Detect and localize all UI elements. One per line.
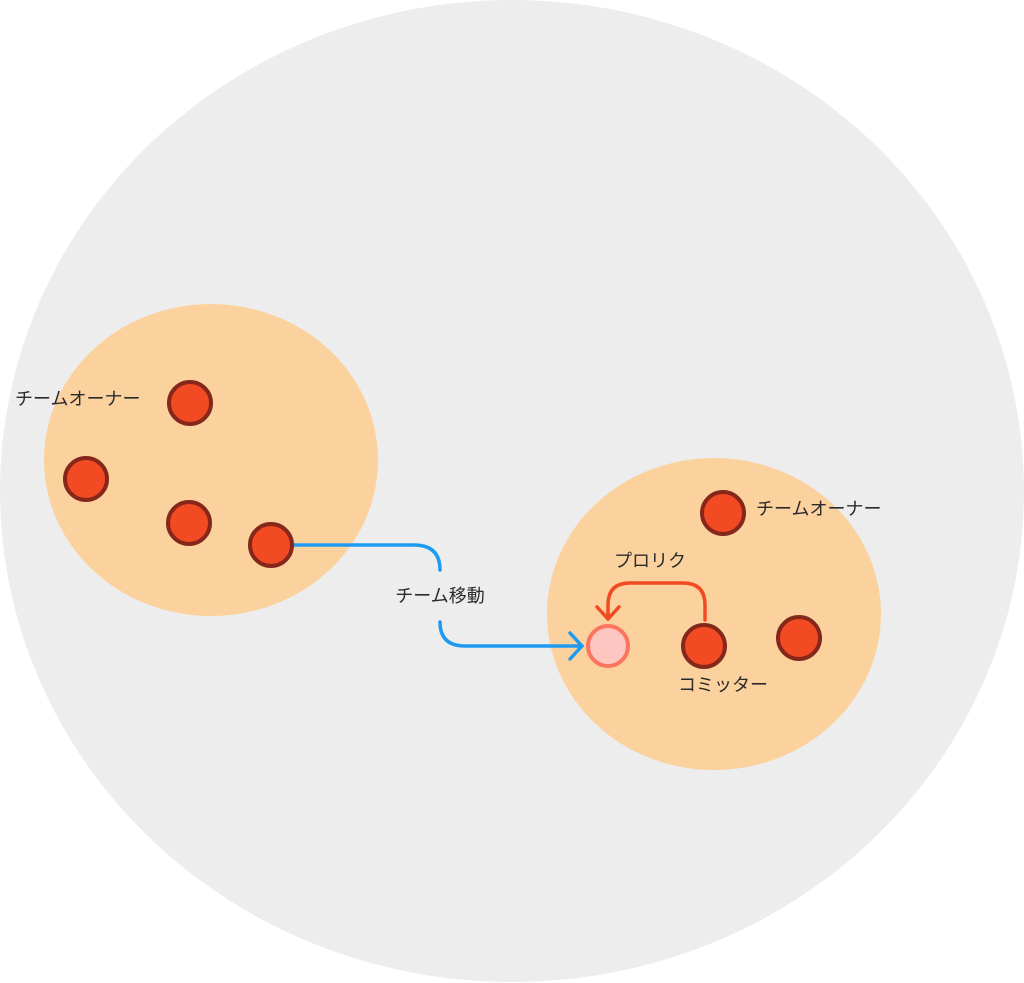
team-b-member-node xyxy=(776,615,822,661)
team-a-owner-node xyxy=(167,380,213,426)
team-a-member-node xyxy=(63,456,109,502)
committer-node xyxy=(681,623,727,669)
moving-member-node xyxy=(248,522,294,568)
team-b-owner-node xyxy=(700,490,746,536)
team-b-owner-label: チームオーナー xyxy=(756,499,881,519)
new-member-node xyxy=(586,624,630,668)
team-a-area xyxy=(44,304,378,616)
committer-label: コミッター xyxy=(678,675,768,695)
pr-review-label: プロリク xyxy=(614,551,686,571)
team-b-members xyxy=(586,490,822,669)
team-a-members xyxy=(63,380,294,568)
team-a-owner-label: チームオーナー xyxy=(15,389,140,409)
team-move-arrow xyxy=(293,543,584,661)
team-a-member-node xyxy=(166,500,212,546)
team-move-label: チーム移動 xyxy=(395,586,484,606)
pr-review-arrow xyxy=(595,581,707,622)
team-b-area xyxy=(547,458,881,770)
